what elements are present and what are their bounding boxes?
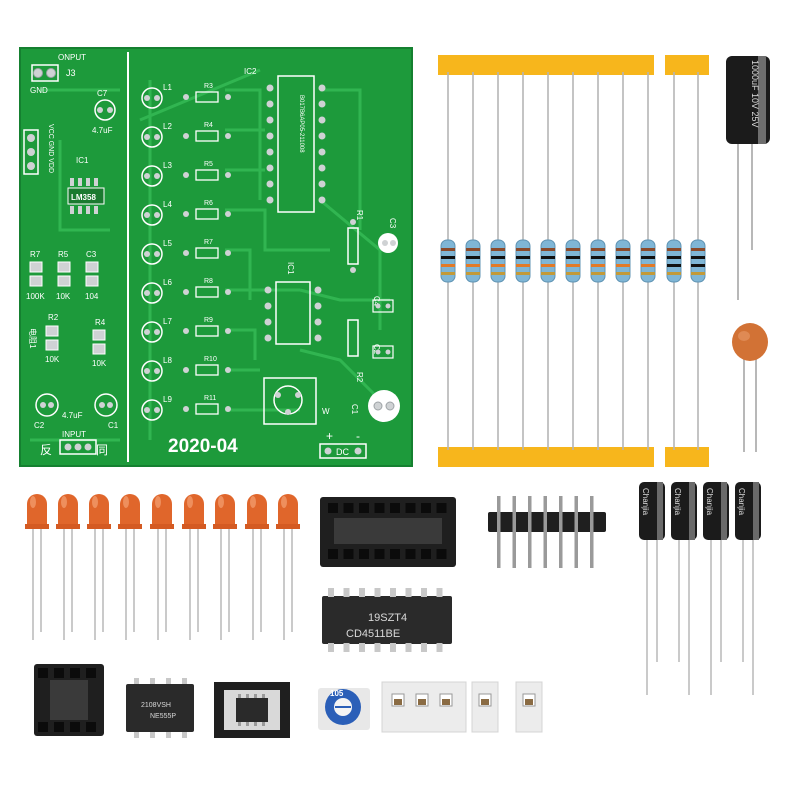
electrolytic-capacitors-small: Chanjia Chanjia Chanjia Chanjia [639,482,761,695]
r7-label: R7 [30,250,41,259]
header-j3-label: J3 [66,68,76,78]
reverse-label: 反 [40,443,52,457]
ic1-right-label: IC1 [286,262,295,275]
ic-small-line2: NE555P [150,713,176,720]
r7-value: 100K [26,292,45,301]
header-gnd-label: GND [30,86,48,95]
resistor-label: R10 [204,356,217,363]
led-label: L1 [163,83,172,92]
dc-minus: - [356,429,360,443]
pot-w-label: W [322,407,330,416]
led-label: L2 [163,122,172,131]
capacitor-brand-text: Chanjia [705,488,714,516]
capacitor-brand-text: Chanjia [737,488,746,516]
ic-socket-8pin [34,664,104,736]
side-text: 电阻1 [28,328,38,349]
c3-value: 104 [85,292,99,301]
r1-label: R1 [355,210,364,221]
cap-bottom-value: 4.7uF [62,411,83,420]
led-label: L7 [163,317,172,326]
ic2-label: IC2 [244,67,257,76]
ic-large-line2: CD4511BE [346,628,400,640]
header-top-label: ONPUT [58,53,86,62]
led-label: L5 [163,239,172,248]
ic-cd4511: 19SZT4 CD4511BE [322,588,452,652]
c2-left-label: C2 [34,421,45,430]
dc-label: DC [336,447,349,457]
r2-left-label: R2 [48,313,59,322]
c2-right-label: C2 [372,344,381,355]
electrolytic-capacitor-large: 1000uF 10V 25V [726,56,770,300]
smd-ic-lm358-footprint: LM358 [67,178,105,214]
pot-text: 105 [330,689,344,698]
ic-small-line1: 2108VSH [141,702,171,709]
ic1-left-label: IC1 [76,156,89,165]
pcb-board: ONPUT J3 GND C7 4.7uF VCC GND VDD IC1 LM… [19,47,413,467]
c3-right-label: C3 [388,218,397,229]
r4-left-value: 10K [92,359,107,368]
resistor-label: R7 [204,239,213,246]
led-label: L4 [163,200,172,209]
dc-plus: + [326,429,333,443]
resistor-label: R8 [204,278,213,285]
ic1-chip-label: LM358 [71,193,96,202]
c1-right-label: C1 [350,404,359,415]
c1-left-label: C1 [108,421,119,430]
resistor-label: R6 [204,200,213,207]
capacitor-large-text: 1000uF 10V 25V [750,60,760,128]
led-label: L3 [163,161,172,170]
input-label: INPUT [62,430,86,439]
r5-value: 10K [56,292,71,301]
trim-potentiometer: 105 [318,688,370,730]
smd-ic-on-tape [214,682,290,738]
r5-label: R5 [58,250,69,259]
red-leds-row [25,494,300,640]
c4-label: C4 [372,296,381,307]
cap-c7-value: 4.7uF [92,126,113,135]
led-label: L6 [163,278,172,287]
led-label: L8 [163,356,172,365]
same-label: 同 [96,443,108,457]
led-label: L9 [163,395,172,404]
r4-left-label: R4 [95,318,106,327]
r2-right-label: R2 [355,372,364,383]
c3-left-label: C3 [86,250,97,259]
date-code: 2020-04 [168,436,238,457]
ic-large-line1: 19SZT4 [368,612,407,624]
resistor-label: R3 [204,83,213,90]
capacitor-brand-text: Chanjia [673,488,682,516]
pin-header [488,496,606,568]
ic-ne555: 2108VSH NE555P [126,678,194,738]
capacitor-brand-text: Chanjia [641,488,650,516]
resistor-label: R5 [204,161,213,168]
resistor-label: R9 [204,317,213,324]
ic-socket-16pin [320,497,456,567]
cap-c7-label: C7 [97,89,108,98]
r2-left-value: 10K [45,355,60,364]
resistor-label: R4 [204,122,213,129]
resistor-label: R11 [204,395,216,402]
smd-tape-strip [381,681,543,733]
power-pins-label: VCC GND VDD [47,124,54,173]
resistor-tape-strip [438,55,709,467]
ceramic-capacitor [732,323,768,452]
ic2-text: B017B6AP05-211008 [298,95,304,153]
